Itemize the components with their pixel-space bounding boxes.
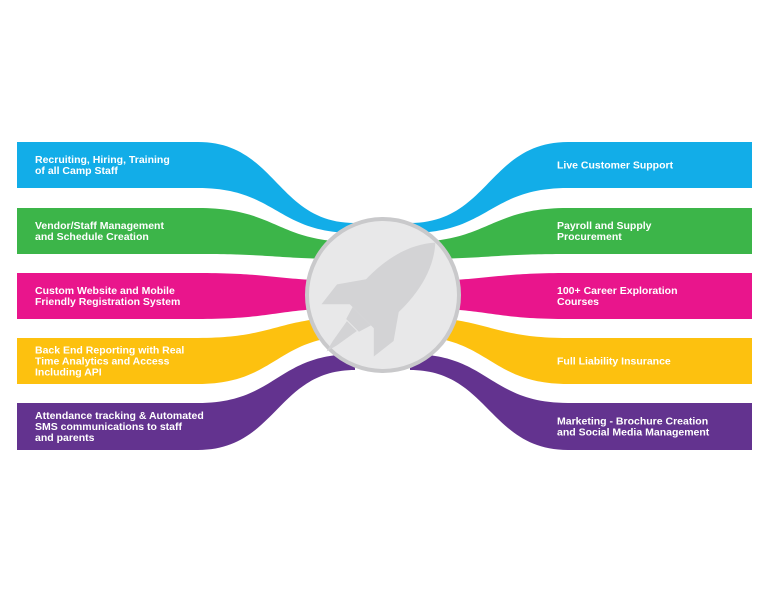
rocket-body <box>347 242 436 331</box>
rocket-fin-left <box>321 278 374 305</box>
rocket-fin-right <box>373 304 400 357</box>
right-band-label-line: Live Customer Support <box>557 160 674 172</box>
left-band-label-line: Custom Website and Mobile <box>35 285 175 297</box>
right-band-label: Full Liability Insurance <box>557 356 671 368</box>
left-band-label-line: Recruiting, Hiring, Training <box>35 154 170 166</box>
rocket-flame <box>326 321 357 352</box>
left-band-shape <box>17 354 355 450</box>
left-band-label-line: Friendly Registration System <box>35 296 180 308</box>
right-band-label-line: Payroll and Supply <box>557 220 652 232</box>
right-band-shape <box>410 142 752 233</box>
left-band-shape <box>17 208 355 259</box>
right-band-shape <box>410 354 752 450</box>
right-band-label-line: Courses <box>557 296 599 308</box>
rocket-icon <box>321 242 436 357</box>
left-band-shape <box>17 142 355 233</box>
left-band-label-line: and parents <box>35 432 95 444</box>
right-band-shape <box>410 273 752 319</box>
left-band-label-line: Including API <box>35 367 102 379</box>
right-band-shape <box>410 208 752 259</box>
right-band-label: Live Customer Support <box>557 160 674 172</box>
right-band-blue: Live Customer Support <box>410 142 752 233</box>
left-band-label-line: SMS communications to staff <box>35 421 183 433</box>
left-band-shape <box>17 317 355 384</box>
rocket-nozzle <box>346 307 371 332</box>
left-band-shape <box>17 273 355 319</box>
right-band-shape <box>410 317 752 384</box>
right-band-label-line: and Social Media Management <box>557 427 710 439</box>
left-band-label-line: Back End Reporting with Real <box>35 345 184 357</box>
left-band-label-line: and Schedule Creation <box>35 231 149 243</box>
left-band-label-line: Vendor/Staff Management <box>35 220 164 232</box>
center-hub <box>305 217 461 373</box>
left-band-label-line: Time Analytics and Access <box>35 356 170 368</box>
left-band-label-line: of all Camp Staff <box>35 165 118 177</box>
right-band-label-line: Marketing - Brochure Creation <box>557 416 708 428</box>
right-band-label-line: 100+ Career Exploration <box>557 285 678 297</box>
right-band-yellow: Full Liability Insurance <box>410 317 752 384</box>
right-band-label-line: Procurement <box>557 231 622 243</box>
left-band-label-line: Attendance tracking & Automated <box>35 410 204 422</box>
right-band-label-line: Full Liability Insurance <box>557 356 671 368</box>
